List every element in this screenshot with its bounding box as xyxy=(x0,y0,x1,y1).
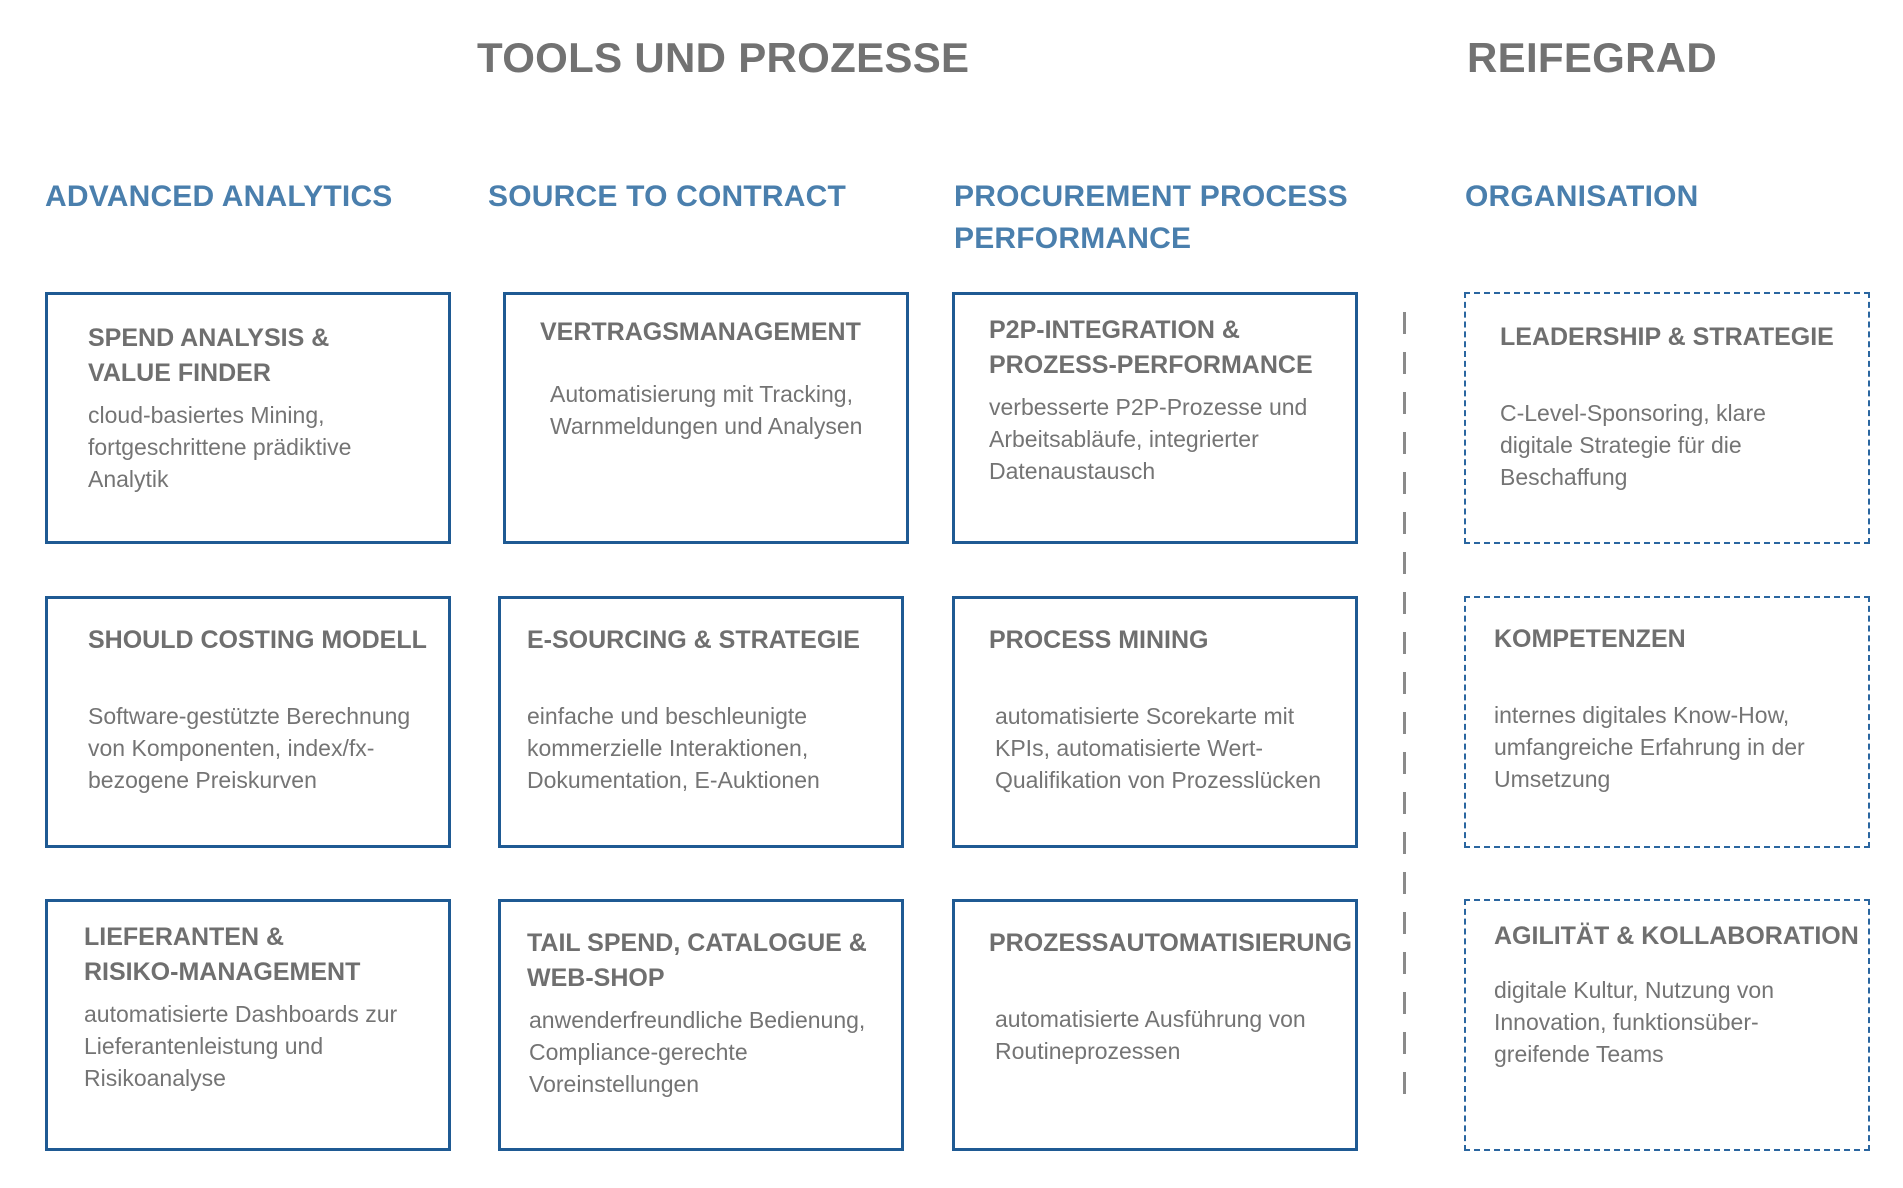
card-title: SHOULD COSTING MODELL xyxy=(88,626,427,654)
card-description: cloud-basiertes Mining, fortgeschrittene… xyxy=(88,402,352,492)
column-title-source-to-contract: SOURCE TO CONTRACT xyxy=(488,180,847,213)
card-description: automatisierte Scorekarte mit KPIs, auto… xyxy=(995,703,1321,793)
card-process-automation: PROZESSAUTOMATISIERUNG automatisierte Au… xyxy=(952,899,1358,1151)
card-title: KOMPETENZEN xyxy=(1494,625,1686,653)
column-title-organisation: ORGANISATION xyxy=(1465,180,1699,213)
card-description: anwenderfreundliche Bedienung, Complianc… xyxy=(529,1007,866,1097)
card-description: Software-gestützte Berechnung von Kompon… xyxy=(88,703,411,793)
card-title: PROCESS MINING xyxy=(989,626,1209,654)
section-title-maturity: REIFEGRAD xyxy=(1467,34,1718,81)
card-description: einfache und beschleunigte kommerzielle … xyxy=(527,703,820,793)
card-process-mining: PROCESS MINING automatisierte Scorekarte… xyxy=(952,596,1358,848)
card-title: AGILITÄT & KOLLABORATION xyxy=(1494,922,1859,950)
card-supplier-risk-management: LIEFERANTEN & RISIKO-MANAGEMENT automati… xyxy=(45,899,451,1151)
card-title: SPEND ANALYSIS & VALUE FINDER xyxy=(88,324,330,387)
card-agility-collaboration: AGILITÄT & KOLLABORATION digitale Kultur… xyxy=(1464,899,1870,1151)
card-description: automatisierte Ausführung von Routinepro… xyxy=(995,1006,1306,1064)
card-title: P2P-INTEGRATION & PROZESS-PERFORMANCE xyxy=(989,316,1313,379)
card-p2p-integration: P2P-INTEGRATION & PROZESS-PERFORMANCE ve… xyxy=(952,292,1358,544)
card-description: automatisierte Dashboards zur Lieferante… xyxy=(84,1001,398,1091)
card-description: verbesserte P2P-Prozesse und Arbeitsablä… xyxy=(989,394,1308,484)
column-title-procurement-process-performance: PROCUREMENT PROCESS PERFORMANCE xyxy=(954,180,1348,255)
card-description: Automatisierung mit Tracking, Warnmeldun… xyxy=(550,381,863,439)
card-contract-management: VERTRAGSMANAGEMENT Automatisierung mit T… xyxy=(503,292,909,544)
column-divider xyxy=(1403,312,1406,1112)
card-description: digitale Kultur, Nutzung von Innovation,… xyxy=(1494,977,1775,1067)
card-title: LEADERSHIP & STRATEGIE xyxy=(1500,323,1834,351)
card-title: VERTRAGSMANAGEMENT xyxy=(540,318,861,346)
card-spend-analysis: SPEND ANALYSIS & VALUE FINDER cloud-basi… xyxy=(45,292,451,544)
column-title-advanced-analytics: ADVANCED ANALYTICS xyxy=(45,180,393,213)
card-title: TAIL SPEND, CATALOGUE & WEB-SHOP xyxy=(527,929,867,992)
section-title-tools-and-processes: TOOLS UND PROZESSE xyxy=(477,34,970,81)
card-title: PROZESSAUTOMATISIERUNG xyxy=(989,929,1352,957)
card-title: E-SOURCING & STRATEGIE xyxy=(527,626,860,654)
card-leadership-strategy: LEADERSHIP & STRATEGIE C-Level-Sponsorin… xyxy=(1464,292,1870,544)
card-should-costing: SHOULD COSTING MODELL Software-gestützte… xyxy=(45,596,451,848)
card-title: LIEFERANTEN & RISIKO-MANAGEMENT xyxy=(84,923,361,986)
card-description: C-Level-Sponsoring, klare digitale Strat… xyxy=(1500,400,1766,490)
card-description: internes digitales Know-How, umfangreich… xyxy=(1494,702,1805,792)
card-tail-spend-catalogue-webshop: TAIL SPEND, CATALOGUE & WEB-SHOP anwende… xyxy=(498,899,904,1151)
card-e-sourcing-strategy: E-SOURCING & STRATEGIE einfache und besc… xyxy=(498,596,904,848)
card-competencies: KOMPETENZEN internes digitales Know-How,… xyxy=(1464,596,1870,848)
